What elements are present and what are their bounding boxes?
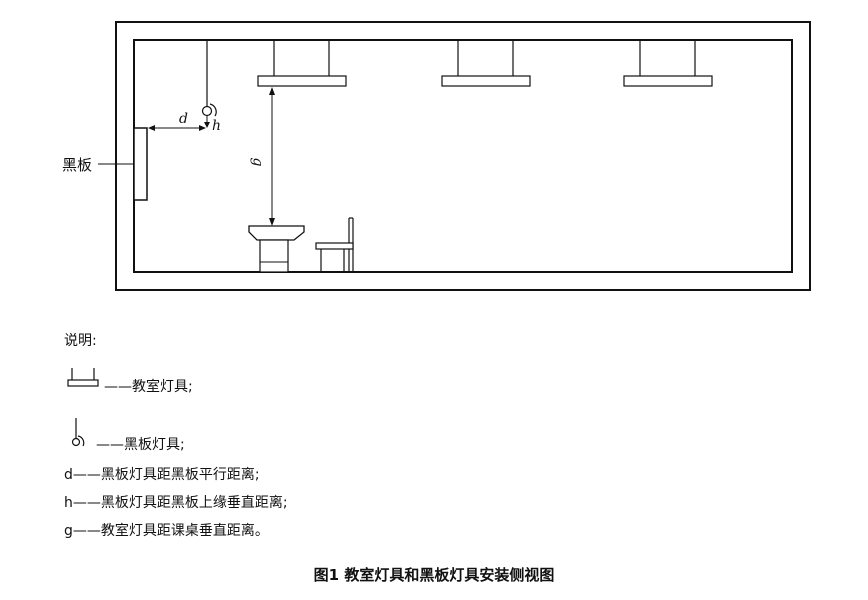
chair [315,217,354,272]
legend-blackboard-light: ——黑板灯具; [96,437,185,453]
classroom-light-2 [441,40,531,87]
g-dimension [269,87,275,226]
legend-h-definition: h——黑板灯具距黑板上缘垂直距离; [64,495,288,511]
classroom-light-1 [257,40,347,87]
legend-g-definition: g——教室灯具距课桌垂直距离。 [64,523,269,539]
blackboard [133,127,148,201]
room-inner-wall [133,39,793,273]
classroom-light-legend-icon [67,368,99,387]
room-outer-wall [115,21,811,291]
h-label: h [212,118,222,134]
g-label: g [249,157,266,167]
blackboard-light-legend-icon [71,418,85,447]
legend-heading: 说明: [64,333,97,349]
legend-d-definition: d——黑板灯具距黑板平行距离; [64,467,260,483]
d-label: d [179,111,188,127]
blackboard-light [201,40,217,128]
blackboard-label: 黑板 [62,156,93,174]
desk [248,225,305,273]
legend-classroom-light: ——教室灯具; [104,379,193,395]
classroom-light-3 [623,40,713,87]
d-dimension [148,125,206,131]
figure-caption: 图1 教室灯具和黑板灯具安装侧视图 [313,566,555,584]
